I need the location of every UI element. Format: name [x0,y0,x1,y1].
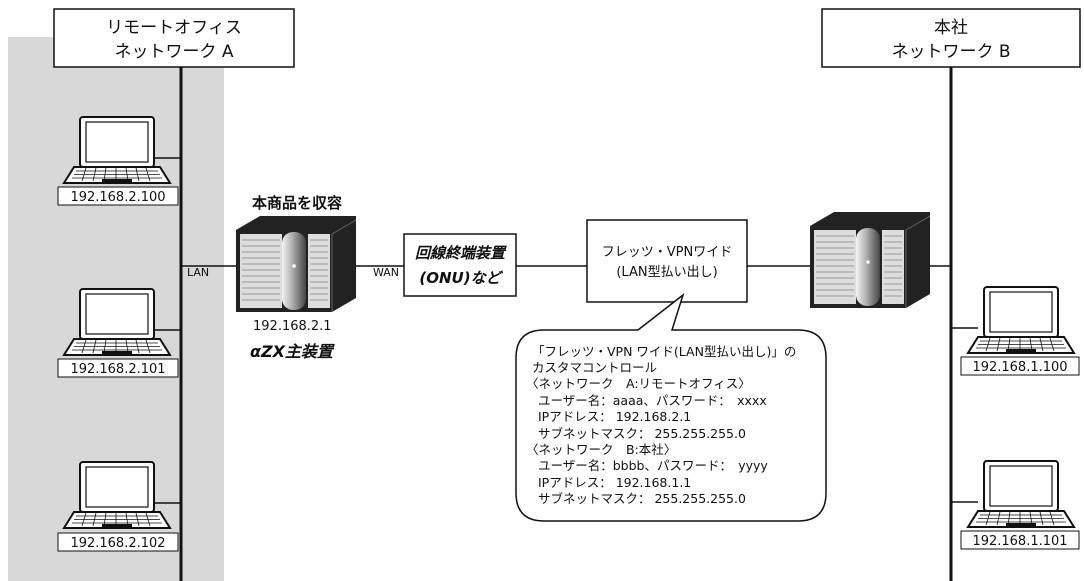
onu-box: 回線終端装置 (ONU)など [403,233,517,297]
svg-text:192.168.2.100: 192.168.2.100 [70,190,165,205]
svg-text:192.168.1.100: 192.168.1.100 [972,360,1067,375]
callout-bubble [515,292,827,522]
svg-text:サブネットマスク： 255.255.255.0: サブネットマスク： 255.255.255.0 [538,426,746,441]
pc-remote-3: 192.168.2.102 [57,461,181,552]
callout-text: 「フレッツ・VPN ワイド(LAN型払い出し)」の カスタマコントロール 〈ネッ… [526,344,796,506]
alpha-zx-router-icon [235,215,357,313]
pc-remote-2: 192.168.2.101 [57,288,181,378]
hq-network-title: 本社 ネットワーク B [821,8,1081,68]
svg-text:回線終端装置: 回線終端装置 [415,244,507,262]
svg-text:(ONU)など: (ONU)など [419,269,503,287]
svg-text:ネットワーク A: ネットワーク A [114,42,233,62]
svg-text:IPアドレス： 192.168.2.1: IPアドレス： 192.168.2.1 [538,409,691,424]
pc-remote-1: 192.168.2.100 [57,116,181,206]
pc-hq-1: 192.168.1.100 [951,286,1080,376]
svg-text:カスタマコントロール: カスタマコントロール [532,360,657,375]
pc-hq-2: 192.168.1.101 [951,460,1080,550]
svg-text:192.168.1.101: 192.168.1.101 [972,534,1067,549]
svg-text:サブネットマスク： 255.255.255.0: サブネットマスク： 255.255.255.0 [538,491,746,506]
hq-router-icon [809,211,931,309]
svg-text:〈ネットワーク A:リモートオフィス〉: 〈ネットワーク A:リモートオフィス〉 [526,376,751,391]
svg-text:IPアドレス： 192.168.1.1: IPアドレス： 192.168.1.1 [538,475,691,490]
svg-text:(LAN型払い出し): (LAN型払い出し) [616,265,717,280]
svg-text:ユーザー名：aaaa、パスワード： xxxx: ユーザー名：aaaa、パスワード： xxxx [538,393,767,408]
wan-label: WAN [373,266,399,279]
svg-text:ネットワーク B: ネットワーク B [891,42,1010,62]
svg-text:〈ネットワーク B:本社〉: 〈ネットワーク B:本社〉 [526,442,676,457]
svg-text:フレッツ・VPNワイド: フレッツ・VPNワイド [602,245,732,260]
svg-text:「フレッツ・VPN ワイド(LAN型払い出し)」の: 「フレッツ・VPN ワイド(LAN型払い出し)」の [532,344,796,359]
lan-label: LAN [187,266,209,279]
svg-text:192.168.2.101: 192.168.2.101 [70,362,165,377]
router-name: αZX主装置 [250,342,335,361]
router-ip: 192.168.2.1 [253,319,332,334]
svg-text:ユーザー名：bbbb、パスワード： yyyy: ユーザー名：bbbb、パスワード： yyyy [538,458,768,473]
vpn-wide-box: フレッツ・VPNワイド (LAN型払い出し) [586,219,748,303]
svg-text:192.168.2.102: 192.168.2.102 [70,536,165,551]
svg-text:本社: 本社 [934,18,968,38]
svg-text:リモートオフィス: リモートオフィス [106,18,242,38]
router-caption: 本商品を収容 [252,194,342,212]
remote-network-title: リモートオフィス ネットワーク A [53,8,295,68]
